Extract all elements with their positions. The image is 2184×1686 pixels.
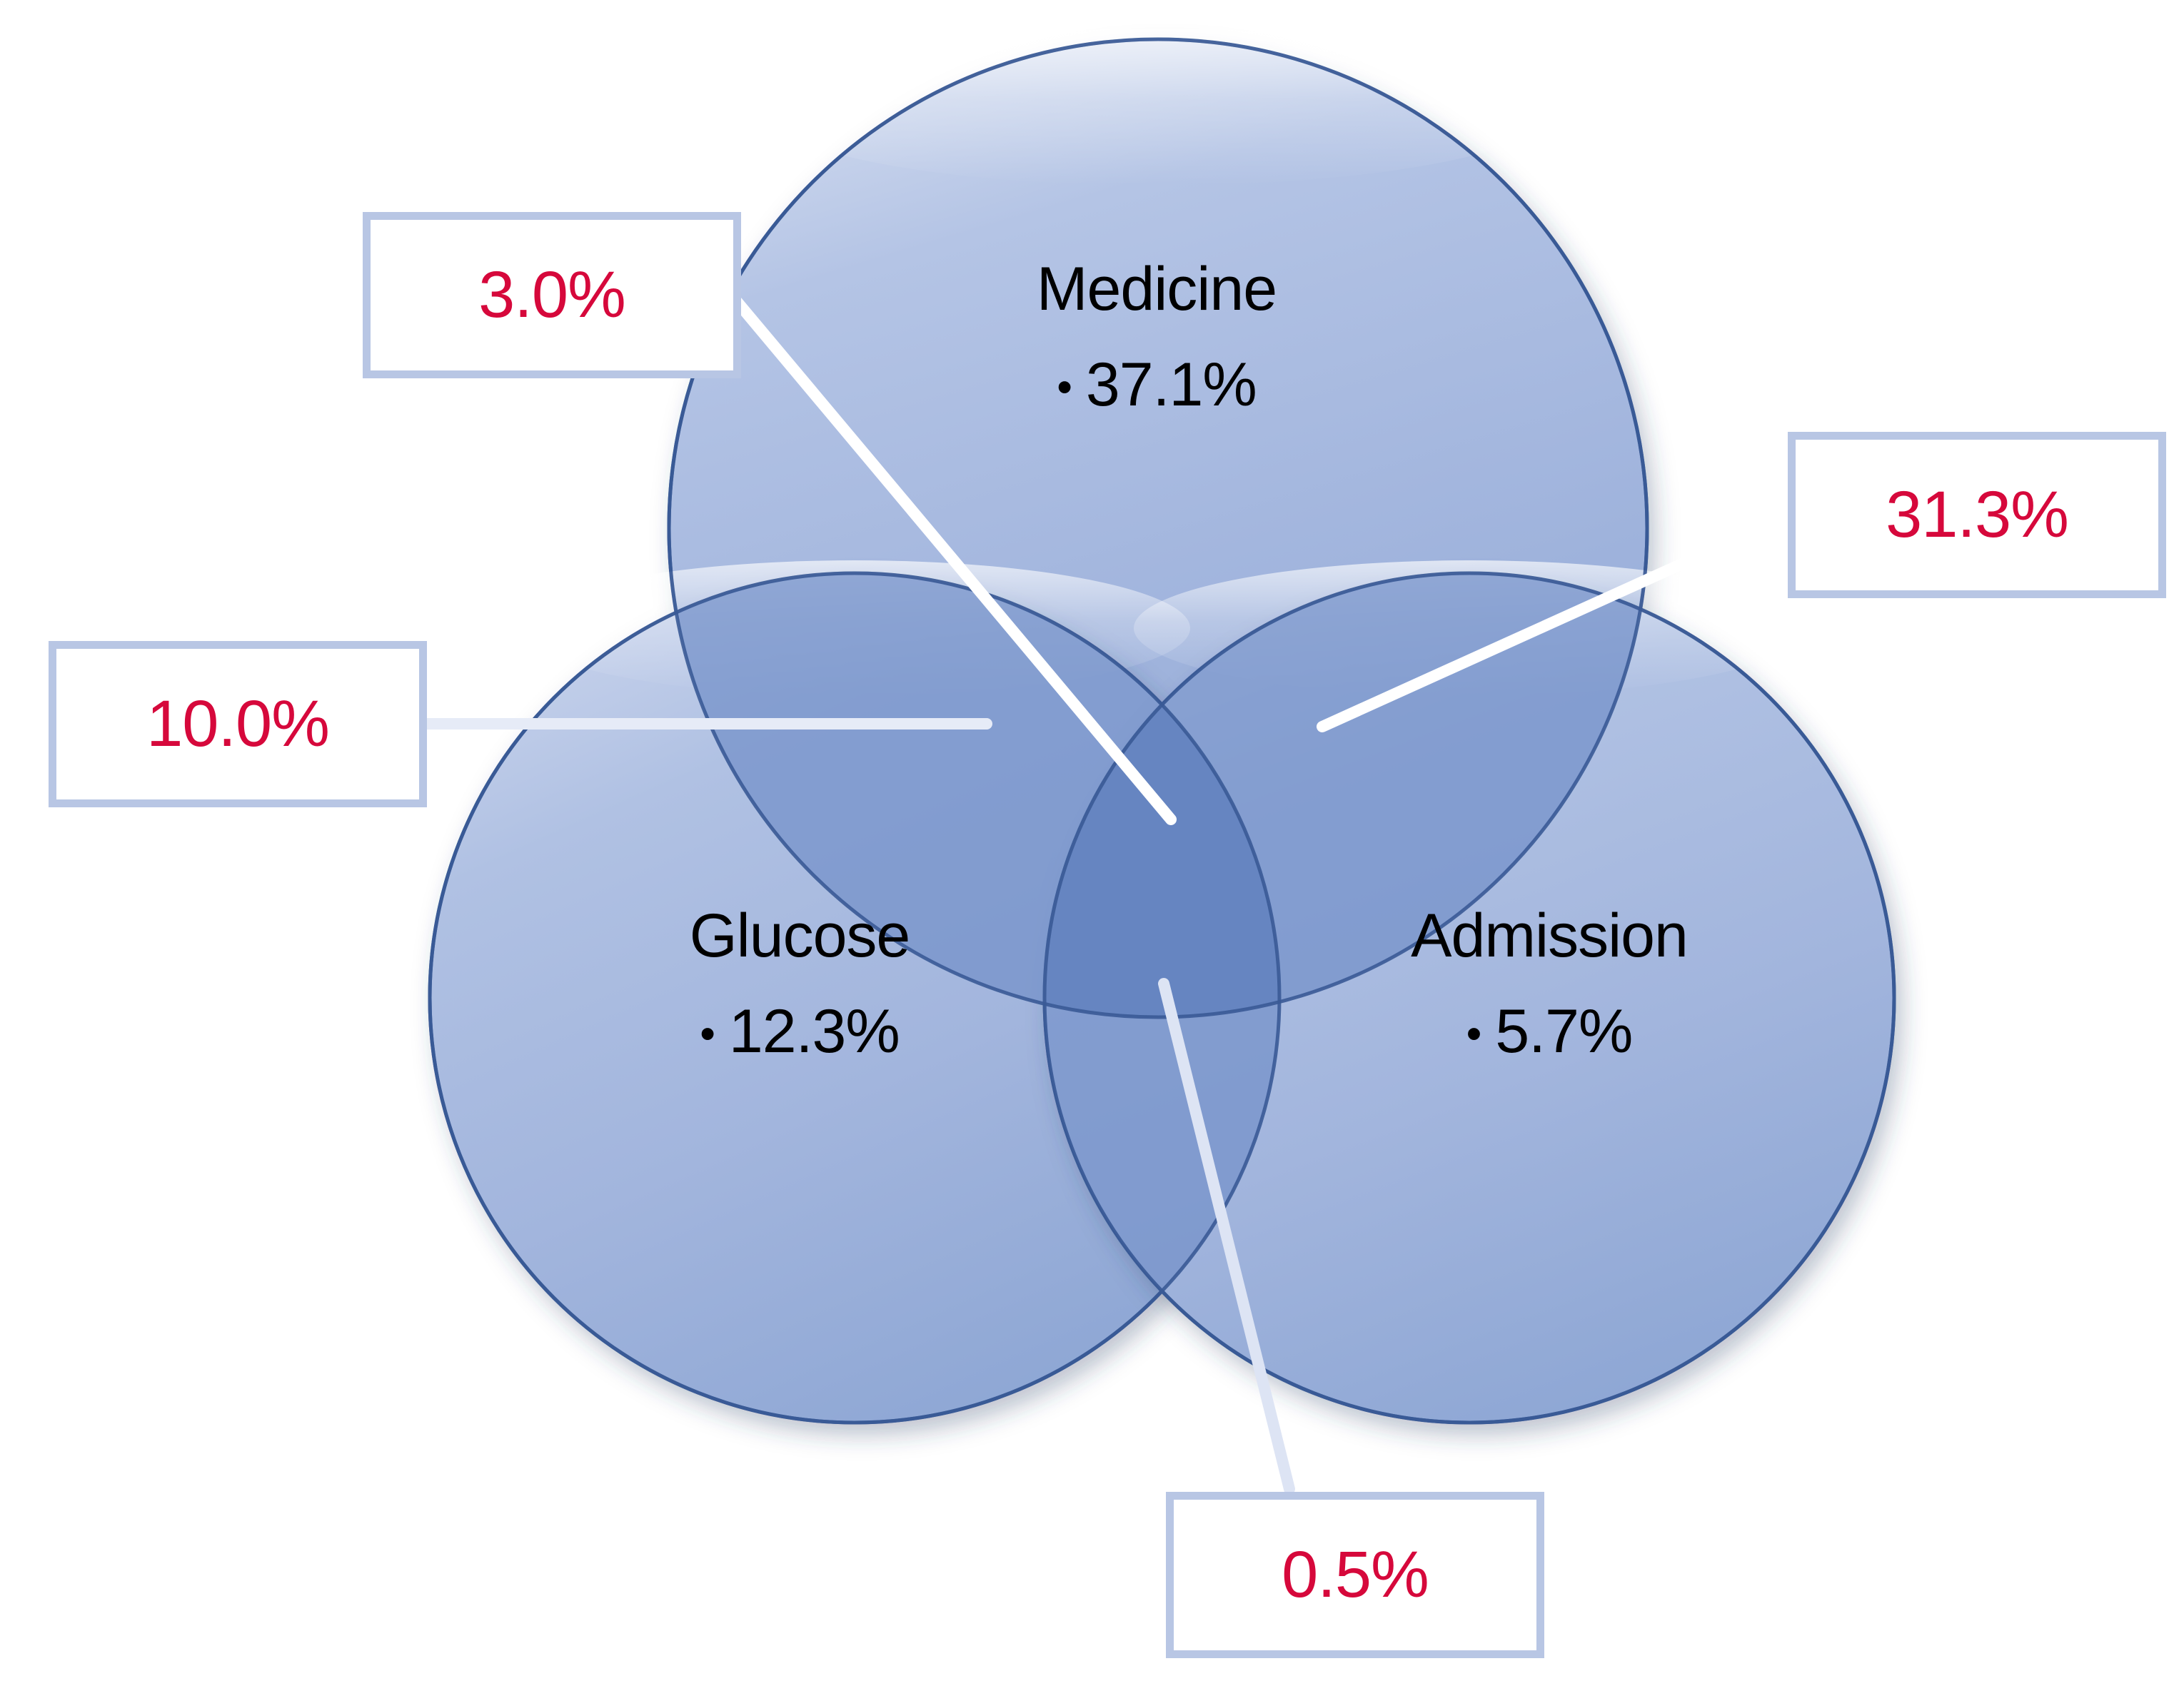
leader-line-glucose-admission (1158, 978, 1295, 1495)
callout-glucose-admission[interactable]: 0.5% (1166, 1492, 1544, 1658)
leader-line-medicine-admission (1317, 510, 1795, 732)
callout-triple-overlap[interactable]: 3.0% (363, 212, 741, 378)
callout-medicine-admission[interactable]: 31.3% (1788, 432, 2166, 598)
circle-medicine-outline (667, 37, 1649, 1019)
callout-medicine-glucose[interactable]: 10.0% (49, 641, 427, 807)
leader-line-triple (723, 286, 1177, 825)
circle-glucose-outline (428, 571, 1282, 1425)
circle-admission-outline (1042, 571, 1896, 1425)
